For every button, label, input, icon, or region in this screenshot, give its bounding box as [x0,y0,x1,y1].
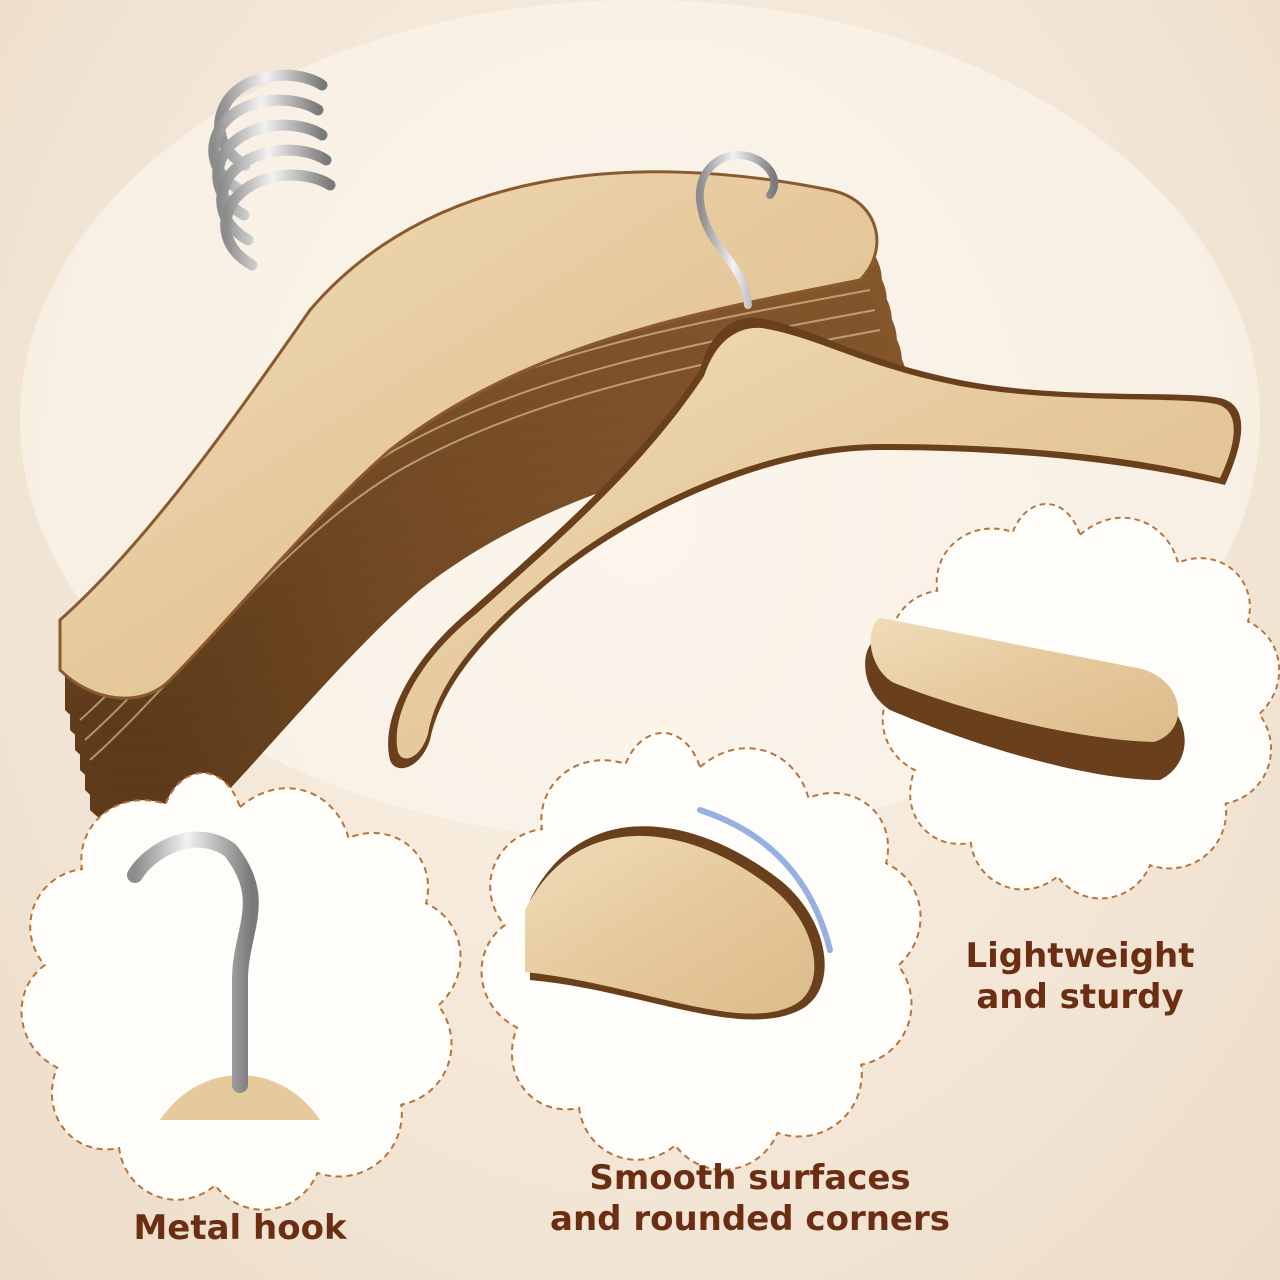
front-hanger-face [396,327,1234,759]
caption-smooth-surfaces: Smooth surfaces and rounded corners [550,1158,950,1240]
wood-thickness-icon [870,618,1179,742]
badge-lightweight [865,503,1280,900]
front-hanger [388,151,1242,769]
stacked-hooks [208,69,336,271]
stacked-hanger-face [58,170,879,700]
caption-metal-hook: Metal hook [133,1208,347,1248]
metal-hook-icon [127,831,259,1093]
front-hook-icon [695,151,779,309]
caption-lightweight: Lightweight and sturdy [965,936,1195,1018]
badge-metal-hook [20,771,462,1211]
rounded-edge-icon [525,835,815,1014]
badge-smooth-surfaces [480,731,922,1171]
